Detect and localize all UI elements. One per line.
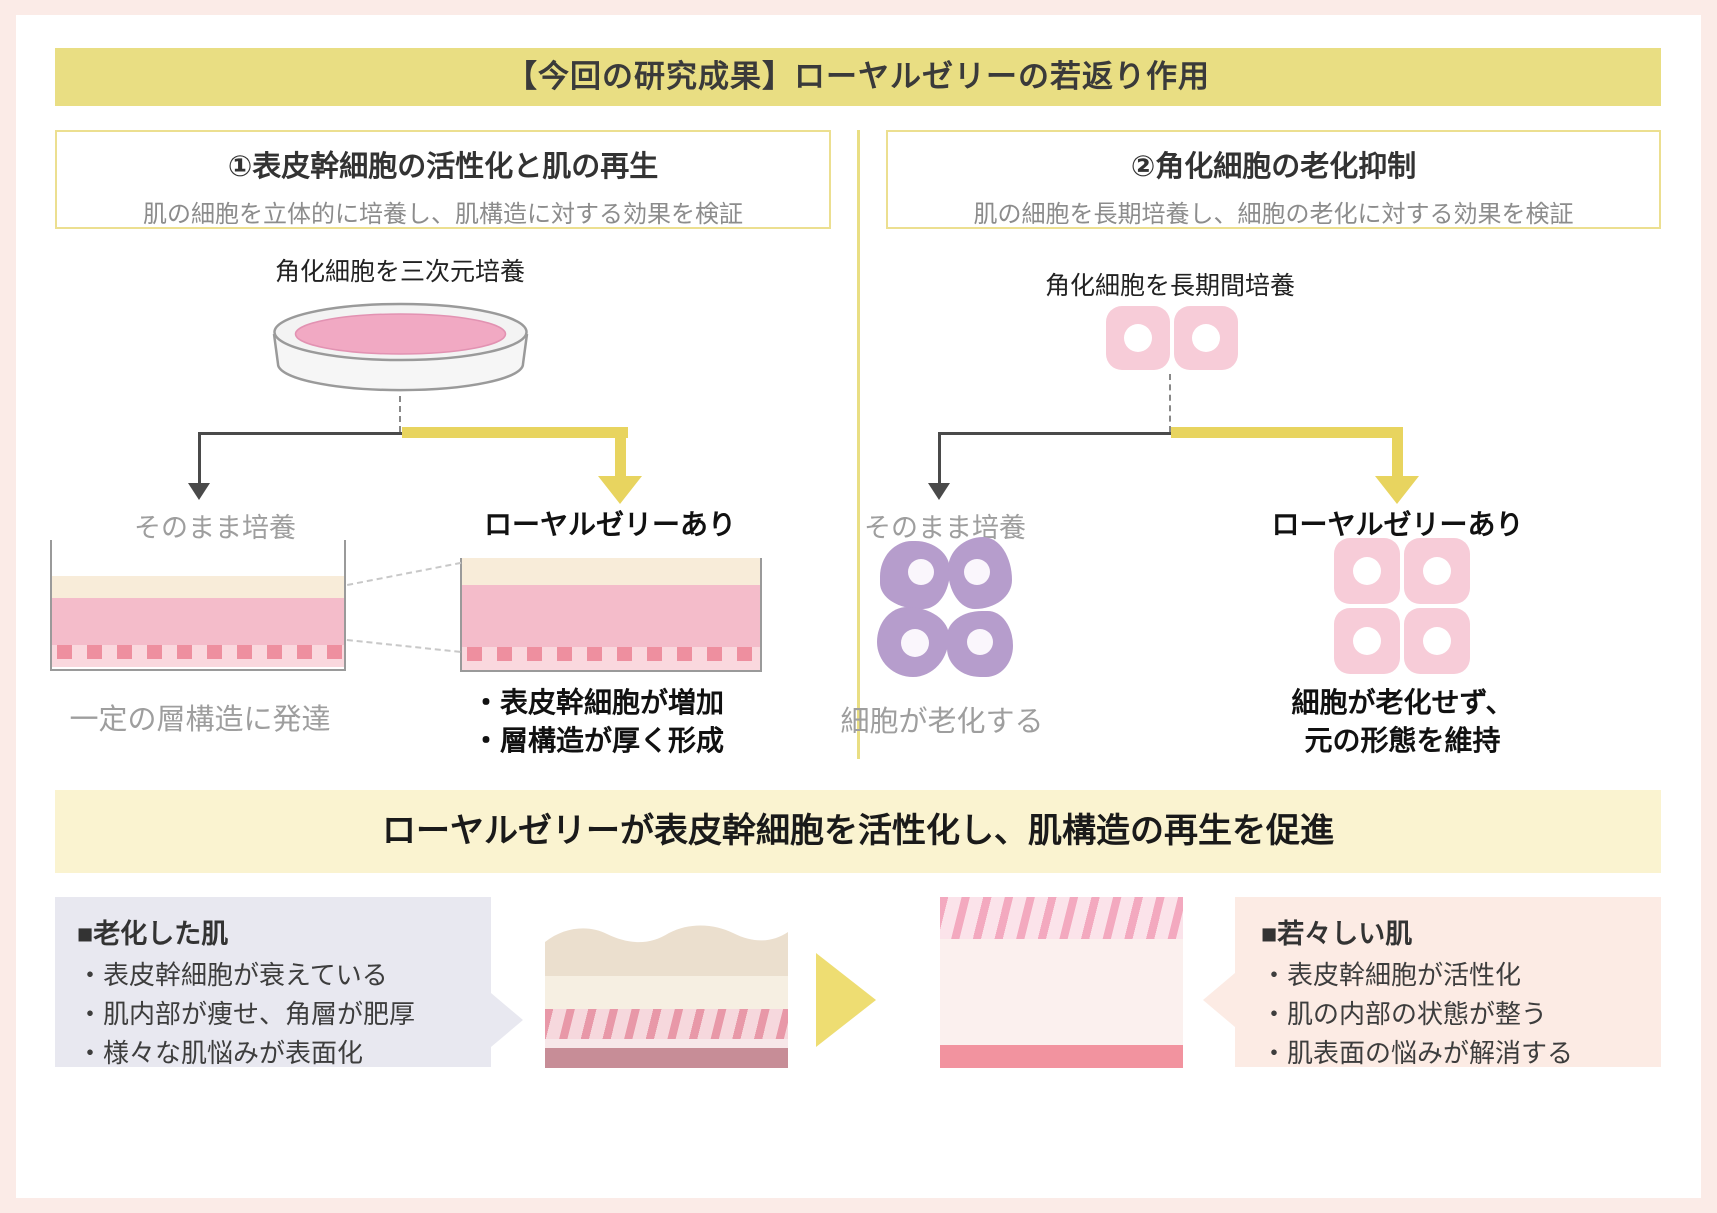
young-skin-item: ・表皮幹細胞が活性化: [1261, 960, 1522, 990]
skin-diagram-control: [50, 540, 346, 671]
aged-cell: [947, 611, 1013, 677]
epidermis-layer: [52, 598, 344, 645]
panel1-culture-label: 角化細胞を三次元培養: [274, 258, 525, 286]
royal-jelly-branch-bar: [402, 427, 628, 438]
panel1-subtitle: 肌の細胞を立体的に培養し、肌構造に対する効果を検証: [143, 201, 743, 228]
aged-skin-layer: [545, 1039, 788, 1048]
royal-jelly-arrow-down-icon: [598, 476, 642, 504]
main-title: 【今回の研究成果】ローヤルゼリーの若返り作用: [506, 59, 1210, 94]
panel2-culture-label: 角化細胞を長期間培養: [1044, 272, 1295, 300]
panel1-rj-result-line2: ・層構造が厚く形成: [472, 725, 725, 756]
panel2-title: ②角化細胞の老化抑制: [1130, 151, 1417, 183]
healthy-cell: [1334, 538, 1400, 604]
plain-branch-line: [198, 432, 402, 435]
aged-skin-base-layer: [545, 1048, 788, 1068]
aged-skin-surface-icon: [545, 925, 788, 978]
basal-layer: [462, 647, 760, 670]
skin-diagram-royal-jelly: [460, 558, 762, 672]
column-divider: [857, 130, 860, 759]
panel2-header-box: ②角化細胞の老化抑制 肌の細胞を長期培養し、細胞の老化に対する効果を検証: [886, 130, 1661, 229]
healthy-cell: [1404, 608, 1470, 674]
aged-skin-item: ・表皮幹細胞が衰えている: [77, 960, 388, 990]
young-skin-title: ■若々しい肌: [1261, 919, 1413, 949]
panel2-plain-culture-label: そのまま培養: [864, 513, 1026, 543]
plain-branch-line-vertical: [938, 432, 941, 485]
royal-jelly-branch-bar: [1171, 427, 1403, 438]
conclusion-banner: ローヤルゼリーが表皮幹細胞を活性化し、肌構造の再生を促進: [55, 790, 1661, 873]
young-skin-base-layer: [940, 1045, 1183, 1068]
main-title-banner: 【今回の研究成果】ローヤルゼリーの若返り作用: [55, 48, 1661, 106]
aged-skin-title: ■老化した肌: [77, 919, 229, 949]
keratinocyte-cell: [1174, 306, 1238, 370]
panel2-rj-result-line2: 元の形態を維持: [1304, 725, 1501, 756]
plain-branch-line: [938, 432, 1171, 435]
aged-cell: [880, 541, 950, 609]
panel1-royal-jelly-result: ・表皮幹細胞が増加 ・層構造が厚く形成: [472, 684, 782, 760]
royal-jelly-branch-bar-vertical: [615, 427, 626, 478]
royal-jelly-branch-bar-vertical: [1392, 427, 1403, 478]
panel1-title: ①表皮幹細胞の活性化と肌の再生: [227, 151, 659, 183]
branch-stem-line: [399, 396, 401, 432]
panel1-control-result: 一定の層構造に発達: [69, 704, 331, 736]
panel1-royal-jelly-label: ローヤルゼリーあり: [483, 509, 736, 540]
healthy-cell: [1334, 608, 1400, 674]
young-skin-item: ・肌の内部の状態が整う: [1261, 999, 1548, 1029]
panel1-rj-result-line1: ・表皮幹細胞が増加: [472, 687, 725, 718]
keratinocyte-cell: [1106, 306, 1170, 370]
aged-skin-thick-corneum-layer: [545, 1009, 788, 1039]
aged-skin-callout: ■老化した肌 ・表皮幹細胞が衰えている ・肌内部が痩せ、角層が肥厚 ・様々な肌悩…: [55, 897, 523, 1068]
branch-stem-line: [1169, 374, 1171, 432]
stratum-corneum-layer: [462, 558, 760, 585]
panel2-subtitle: 肌の細胞を長期培養し、細胞の老化に対する効果を検証: [973, 201, 1574, 228]
panel1-header-box: ①表皮幹細胞の活性化と肌の再生 肌の細胞を立体的に培養し、肌構造に対する効果を検…: [55, 130, 831, 229]
conclusion-text: ローヤルゼリーが表皮幹細胞を活性化し、肌構造の再生を促進: [382, 812, 1334, 850]
plain-arrow-down-icon: [928, 483, 950, 500]
stratum-corneum-layer: [52, 576, 344, 598]
aged-skin-layer: [545, 976, 788, 1009]
young-skin-corneum-layer: [940, 897, 1183, 939]
plain-arrow-down-icon: [188, 483, 210, 500]
young-skin-item: ・肌表面の悩みが解消する: [1261, 1038, 1574, 1068]
royal-jelly-arrow-down-icon: [1375, 476, 1419, 504]
aged-skin-item: ・肌内部が痩せ、角層が肥厚: [77, 999, 416, 1029]
petri-dish-icon: [272, 302, 529, 392]
young-skin-callout: ■若々しい肌 ・表皮幹細胞が活性化 ・肌の内部の状態が整う ・肌表面の悩みが解消…: [1203, 897, 1661, 1068]
panel2-rj-result-line1: 細胞が老化せず、: [1291, 687, 1514, 718]
panel1-plain-culture-label: そのまま培養: [134, 513, 296, 543]
aged-cell: [948, 537, 1012, 609]
basal-layer: [52, 645, 344, 667]
plain-branch-line-vertical: [198, 432, 201, 485]
epidermis-layer: [462, 585, 760, 647]
aged-skin-item: ・様々な肌悩みが表面化: [77, 1038, 364, 1068]
aged-cell: [877, 607, 949, 677]
panel2-control-result: 細胞が老化する: [840, 706, 1044, 738]
healthy-cell: [1404, 538, 1470, 604]
transition-arrow-icon: [816, 953, 876, 1047]
panel2-royal-jelly-label: ローヤルゼリーあり: [1271, 509, 1524, 540]
panel2-royal-jelly-result: 細胞が老化せず、 元の形態を維持: [1240, 684, 1565, 760]
aged-skin-illustration: [545, 920, 788, 1068]
young-skin-layer: [940, 939, 1183, 1045]
young-skin-illustration: [940, 897, 1183, 1068]
